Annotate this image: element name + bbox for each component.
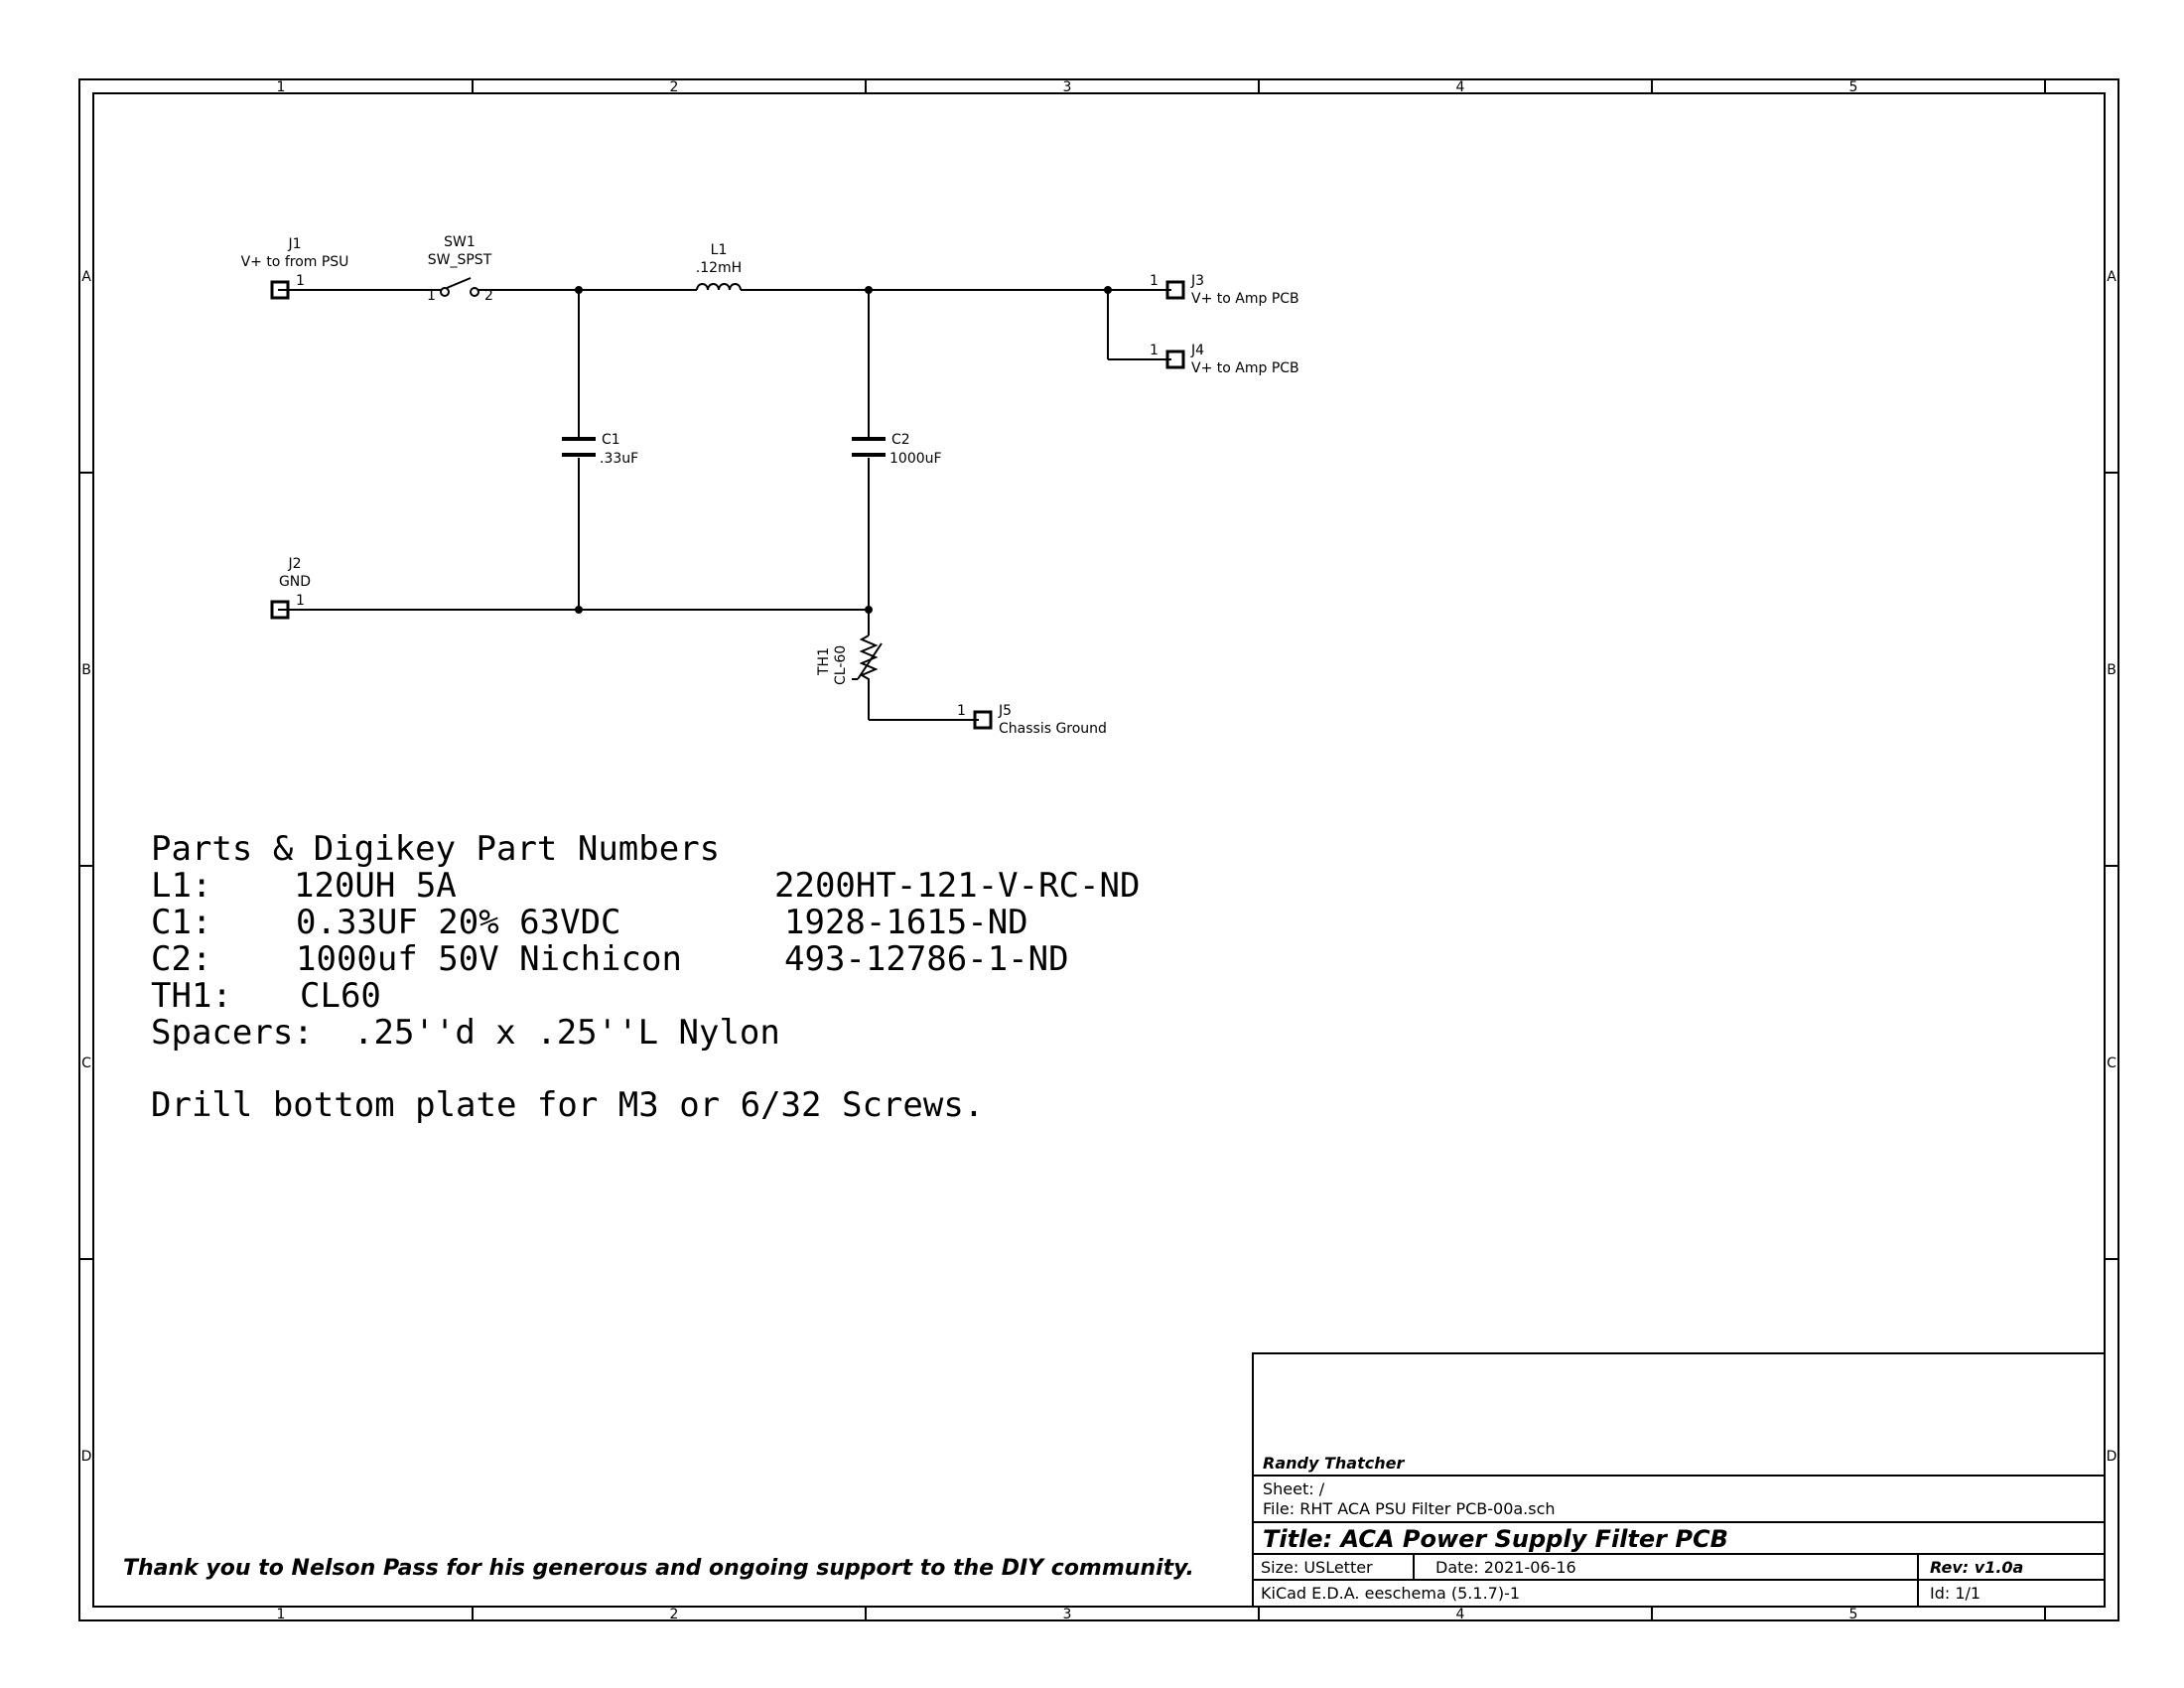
sw1-value: SW_SPST (428, 252, 492, 268)
capacitor-c1[interactable]: C1 .33uF (562, 432, 638, 467)
sw1-ref: SW1 (444, 234, 476, 250)
tb-sheet: Sheet: / (1263, 1479, 1325, 1498)
border-column-ticks (79, 79, 2118, 1620)
col-label-bottom-1: 1 (277, 1607, 286, 1622)
inductor-l1[interactable]: L1 .12mH (696, 242, 742, 291)
part-l1-pn: 2200HT-121-V-RC-ND (774, 866, 1140, 906)
col-label-bottom-2: 2 (670, 1607, 679, 1622)
thermistor-th1[interactable]: TH1 CL-60 (816, 634, 883, 685)
th1-ref: TH1 (816, 647, 832, 676)
row-label-right-c: C (2107, 1055, 2116, 1071)
j3-ref: J3 (1190, 273, 1204, 289)
thanks-note: Thank you to Nelson Pass for his generou… (123, 1556, 1194, 1581)
row-label-right-a: A (2107, 269, 2116, 285)
j4-value: V+ to Amp PCB (1191, 360, 1299, 376)
tb-file: File: RHT ACA PSU Filter PCB-00a.sch (1263, 1499, 1556, 1518)
c1-ref: C1 (602, 432, 620, 448)
j1-ref: J1 (287, 236, 301, 252)
tb-size: Size: USLetter (1261, 1558, 1373, 1577)
col-label-top-1: 1 (277, 79, 286, 95)
part-spacers-desc: .25''d x .25''L Nylon (353, 1013, 780, 1053)
part-c1-desc: 0.33UF 20% 63VDC (296, 903, 621, 942)
part-c2-pn: 493-12786-1-ND (784, 939, 1069, 979)
junctions (575, 286, 1112, 614)
title-block: Randy Thatcher Sheet: / File: RHT ACA PS… (1252, 1352, 2106, 1608)
drill-note: Drill bottom plate for M3 or 6/32 Screws… (151, 1085, 984, 1125)
tb-date: Date: 2021-06-16 (1435, 1558, 1576, 1577)
tb-id: Id: 1/1 (1930, 1584, 1980, 1603)
j2-ref: J2 (287, 556, 301, 572)
j5-pin: 1 (957, 703, 966, 719)
j1-value: V+ to from PSU (241, 254, 349, 270)
th1-value: CL-60 (833, 645, 849, 685)
j4-ref: J4 (1190, 343, 1204, 358)
parts-notes: Parts & Digikey Part Numbers L1: 120UH 5… (151, 829, 1140, 1125)
tb-tool: KiCad E.D.A. eeschema (5.1.7)-1 (1261, 1584, 1520, 1603)
j5-ref: J5 (998, 703, 1012, 719)
part-c2-desc: 1000uf 50V Nichicon (296, 939, 682, 979)
col-label-bottom-5: 5 (1849, 1607, 1858, 1622)
l1-ref: L1 (711, 242, 728, 258)
tb-company: Randy Thatcher (1263, 1454, 1405, 1473)
capacitor-c2[interactable]: C2 1000uF (852, 432, 942, 467)
part-spacers-ref: Spacers: (151, 1013, 314, 1053)
wires (288, 289, 1161, 721)
part-c2-ref: C2: (151, 939, 211, 979)
j2-pin: 1 (296, 593, 305, 609)
switch-sw1[interactable]: 1 2 SW1 SW_SPST (425, 234, 493, 304)
outer-border (78, 78, 2119, 1621)
j2-value: GND (279, 574, 311, 590)
connector-j1[interactable]: 1 J1 V+ to from PSU (241, 236, 349, 300)
row-label-right-b: B (2107, 662, 2116, 678)
part-l1-ref: L1: (151, 866, 211, 906)
row-label-left-d: D (81, 1449, 92, 1465)
connector-j2[interactable]: 1 J2 GND (270, 556, 311, 620)
c2-ref: C2 (891, 432, 910, 448)
tb-rev: Rev: v1.0a (1930, 1558, 2023, 1577)
col-label-top-5: 5 (1849, 79, 1858, 95)
connector-j4[interactable]: 1 J4 V+ to Amp PCB (1150, 343, 1299, 376)
part-th1-ref: TH1: (151, 976, 232, 1016)
sw1-pin1: 1 (427, 288, 436, 304)
part-l1-desc: 120UH 5A (294, 866, 457, 906)
row-label-right-d: D (2107, 1449, 2117, 1465)
part-c1-ref: C1: (151, 903, 211, 942)
inner-border (92, 92, 2106, 1608)
j5-value: Chassis Ground (999, 721, 1107, 737)
row-label-left-a: A (81, 269, 91, 285)
row-label-left-c: C (81, 1055, 91, 1071)
j1-pin: 1 (296, 273, 305, 289)
c2-value: 1000uF (889, 451, 942, 467)
c1-value: .33uF (600, 451, 638, 467)
part-th1-desc: CL60 (300, 976, 381, 1016)
l1-value: .12mH (696, 260, 742, 276)
j3-pin: 1 (1150, 273, 1159, 289)
part-c1-pn: 1928-1615-ND (784, 903, 1028, 942)
col-label-bottom-3: 3 (1063, 1607, 1072, 1622)
j4-pin: 1 (1150, 343, 1159, 358)
col-label-top-4: 4 (1456, 79, 1465, 95)
col-label-top-3: 3 (1063, 79, 1072, 95)
j3-value: V+ to Amp PCB (1191, 291, 1299, 307)
row-label-left-b: B (81, 662, 91, 678)
connector-j5[interactable]: 1 J5 Chassis Ground (957, 703, 1107, 737)
connector-j3[interactable]: 1 J3 V+ to Amp PCB (1150, 273, 1299, 307)
sw1-pin2: 2 (484, 288, 493, 304)
col-label-top-2: 2 (670, 79, 679, 95)
notes-heading: Parts & Digikey Part Numbers (151, 829, 720, 869)
col-label-bottom-4: 4 (1456, 1607, 1465, 1622)
tb-title: Title: ACA Power Supply Filter PCB (1263, 1525, 1728, 1553)
